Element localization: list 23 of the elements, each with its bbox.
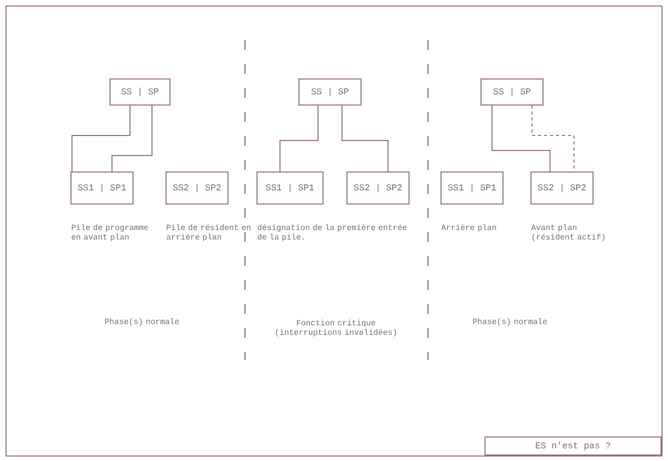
register-box: SS2 | SP2: [346, 172, 410, 204]
description-text: Pile de programme en avant plan: [72, 224, 148, 242]
register-box: SS1 | SP1: [256, 172, 324, 204]
register-box: SS | SP: [110, 78, 170, 106]
connector-line: [72, 105, 130, 172]
register-box: SS2 | SP2: [166, 172, 228, 204]
register-box: SS | SP: [298, 78, 362, 106]
connector-line: [280, 105, 318, 172]
connector-line: [492, 105, 550, 172]
section-label: Fonction critique (interruptions invalidées): [276, 320, 396, 336]
description-text: Pile de résident en arrière plan: [166, 224, 250, 242]
connector-line: [342, 105, 388, 172]
description-text: Avant plan (résident actif): [531, 224, 605, 242]
section-label: Phase(s) normale: [473, 318, 547, 326]
register-box: SS2 | SP2: [530, 172, 594, 204]
register-box: SS1 | SP1: [70, 172, 134, 204]
description-text: Arrière plan: [441, 224, 496, 232]
register-box: SS | SP: [480, 78, 544, 106]
register-box: ES n'est pas ?: [484, 436, 662, 456]
description-text: désignation de la première entrée de la pile.: [258, 224, 407, 242]
section-label: Phase(s) normale: [105, 318, 179, 326]
register-box: SS1 | SP1: [440, 172, 504, 204]
connector-line: [112, 105, 152, 172]
